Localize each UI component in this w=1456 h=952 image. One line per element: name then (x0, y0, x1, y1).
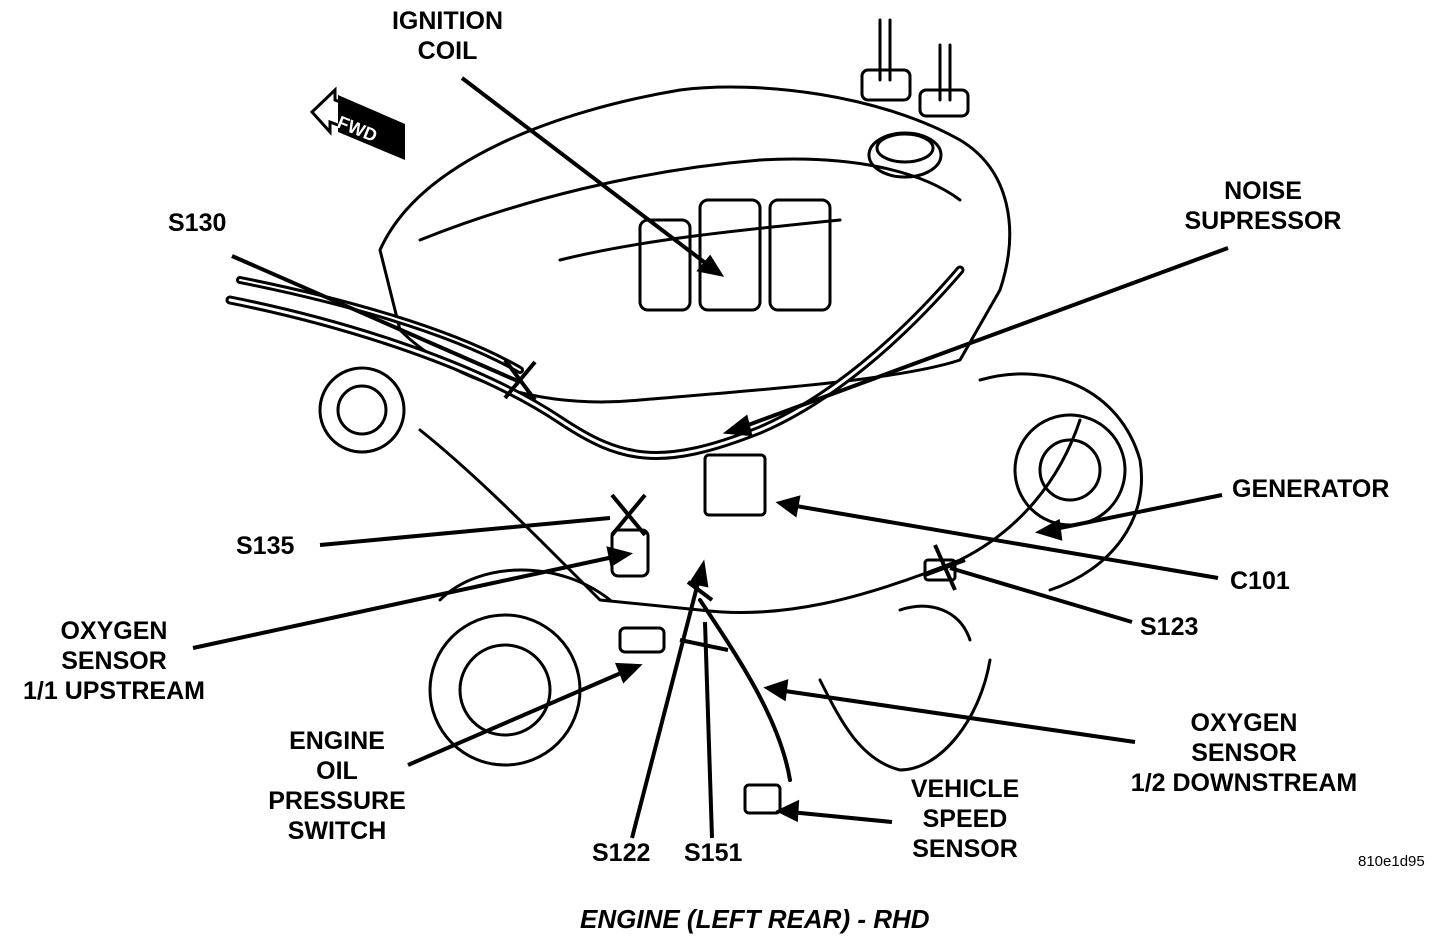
label-engine-oil-pressure-switch: ENGINE OIL PRESSURE SWITCH (268, 727, 406, 845)
figure-code: 810e1d95 (1358, 853, 1425, 870)
leader-s151 (703, 621, 714, 839)
label-generator: GENERATOR (1232, 475, 1390, 503)
label-c101: C101 (1230, 567, 1290, 595)
leader-lines (192, 76, 1229, 839)
label-s130: S130 (168, 209, 227, 237)
label-noise-suppressor: NOISE SUPRESSOR (1184, 177, 1342, 235)
leader-oxygen-upstream (192, 546, 633, 650)
marker-s123 (924, 544, 966, 591)
label-s135: S135 (236, 532, 295, 560)
figure-caption: ENGINE (LEFT REAR) - RHD (580, 904, 930, 934)
leader-s135 (319, 516, 611, 547)
label-s151: S151 (684, 839, 743, 867)
label-s123: S123 (1140, 613, 1199, 641)
leader-s123 (949, 566, 1133, 624)
leader-noise-suppressor (722, 246, 1229, 437)
forward-arrow-icon (309, 86, 405, 160)
marker-s130 (503, 358, 537, 402)
leader-vehicle-speed-sensor (775, 799, 893, 824)
leader-s130 (231, 254, 521, 384)
label-vehicle-speed-sensor: VEHICLE SPEED SENSOR (910, 775, 1020, 863)
label-oxygen-sensor-upstream: OXYGEN SENSOR 1/1 UPSTREAM (23, 617, 205, 705)
marker-s135 (610, 493, 647, 537)
marker-s151 (679, 638, 729, 652)
leader-ignition-coil (460, 76, 725, 277)
label-s122: S122 (592, 839, 651, 867)
leader-oxygen-downstream (763, 679, 1136, 744)
leader-c101 (775, 495, 1219, 580)
label-ignition-coil: IGNITION COIL (391, 7, 504, 65)
label-oxygen-sensor-downstream: OXYGEN SENSOR 1/2 DOWNSTREAM (1130, 709, 1358, 797)
leader-generator (1034, 493, 1223, 541)
leader-s122 (630, 559, 709, 839)
marker-s122 (686, 580, 714, 602)
leader-oil-pressure-switch (407, 662, 643, 767)
